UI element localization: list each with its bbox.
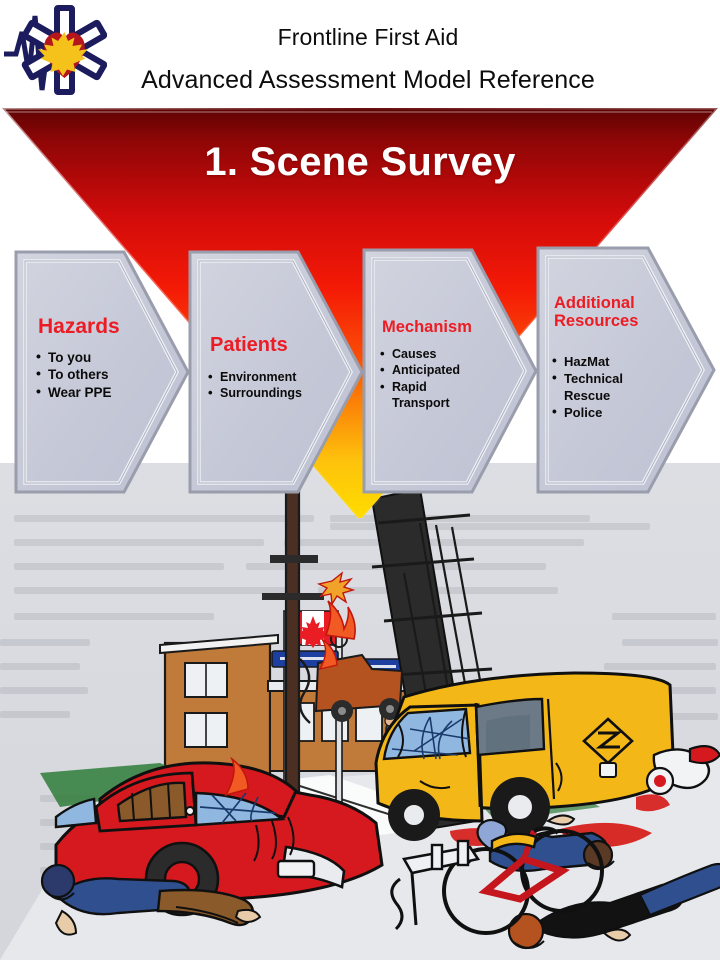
chevron-title: Mechanism [382,318,472,336]
fire-flames [324,600,356,640]
crumple-damage [253,816,295,862]
chevron-bullet-list: Causes Anticipated Rapid Transport [380,346,510,412]
electrical-spark [316,571,356,607]
header-title-line-2: Advanced Assessment Model Reference [141,66,595,94]
maple-leaf-icon [38,32,88,76]
crumple-damage [397,708,563,792]
chevron-hazards[interactable]: Hazards To you To others Wear PPE [12,248,192,496]
chevron-bullet-list: HazMat Technical Rescue Police [552,353,684,421]
casualty-far-right [645,744,720,796]
list-item: Wear PPE [36,384,176,402]
damaged-truck [314,638,404,722]
list-item: To you [36,349,176,367]
chevron-bullet-list: To you To others Wear PPE [36,349,176,402]
shattered-glass [391,716,471,760]
list-item: Technical [552,370,684,387]
chevron-title: Additional Resources [554,294,639,331]
page-header: Frontline First Aid Advanced Assessment … [0,0,720,108]
list-item-continuation: Transport [392,395,450,410]
collision-scene-artwork [0,463,720,960]
fallen-bicycle [442,826,604,935]
list-item: Surroundings [208,385,348,401]
casualty-bottom-right [507,862,720,950]
chevron-additional-resources[interactable]: Additional Resources HazMat Technical Re… [534,244,718,496]
yellow-hazmat-van [374,671,676,841]
list-item: HazMat [552,353,684,370]
chevron-title: Patients [210,334,288,356]
list-item: Rapid [380,378,510,394]
casualty-bottom-left [40,863,262,936]
chevron-bullet-list: Environment Surroundings [208,369,348,403]
van-wheel [388,777,550,841]
list-item: Causes [380,346,510,362]
header-title-line-1: Frontline First Aid [277,24,459,50]
chevron-mechanism[interactable]: Mechanism Causes Anticipated Rapid Trans… [360,246,540,496]
list-item: Police [552,404,684,421]
shattered-glass [199,792,277,824]
list-item-continuation: Rescue [564,387,611,403]
chevron-title: Hazards [38,315,120,338]
list-item: Environment [208,369,348,385]
frontline-first-aid-logo-icon [4,5,107,95]
collision-scene-illustration [0,463,720,960]
list-item: Anticipated [380,362,510,378]
chevron-patients[interactable]: Patients Environment Surroundings [186,248,366,496]
list-item: To others [36,366,176,384]
bicycle-rack [390,832,538,931]
